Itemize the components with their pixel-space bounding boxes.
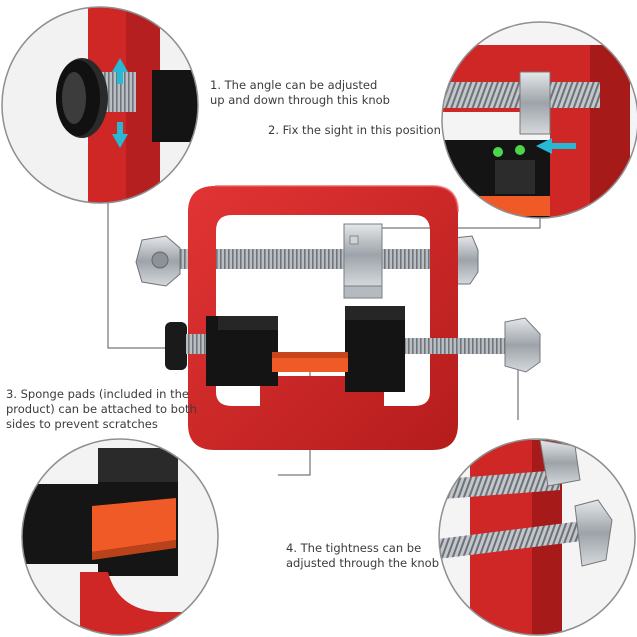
main-tool [135, 185, 541, 450]
callout-line: 1. The angle can be adjusted [210, 78, 378, 92]
callout-line: 4. The tightness can be [286, 541, 422, 555]
lower-screw-rod [400, 338, 510, 354]
orange-pad [272, 358, 348, 372]
right-block [345, 306, 405, 392]
callout-line: up and down through this knob [210, 93, 390, 107]
callout-line: product) can be attached to both [6, 402, 197, 416]
callout-sight-position: 2. Fix the sight in this position [268, 123, 441, 138]
callout-line: 3. Sponge pads (included in the [6, 387, 189, 401]
pointer-arrow-icon [536, 138, 576, 154]
callout-line: adjusted through the knob [286, 556, 440, 570]
callout-angle-knob: 1. The angle can be adjusted up and down… [210, 78, 390, 108]
left-nut [135, 235, 181, 287]
detail-circle-sponge-pads [21, 438, 219, 636]
detail-circle-sight-position [441, 21, 637, 219]
callout-tightness-knob: 4. The tightness can be adjusted through… [286, 541, 439, 571]
wing-knob-right [504, 317, 541, 373]
left-block-top [218, 316, 278, 330]
callout-sponge-pads: 3. Sponge pads (included in the product)… [6, 387, 197, 432]
detail-circle-angle-knob [1, 6, 199, 204]
callout-line: sides to prevent scratches [6, 417, 158, 431]
red-frame [188, 186, 458, 450]
left-knob [165, 322, 208, 370]
callout-line: 2. Fix the sight in this position [268, 123, 441, 137]
sight-slider [343, 223, 383, 299]
detail-circle-tightness-knob [438, 438, 636, 636]
top-screw-rod [158, 249, 468, 269]
up-down-arrow-icon [112, 58, 128, 148]
